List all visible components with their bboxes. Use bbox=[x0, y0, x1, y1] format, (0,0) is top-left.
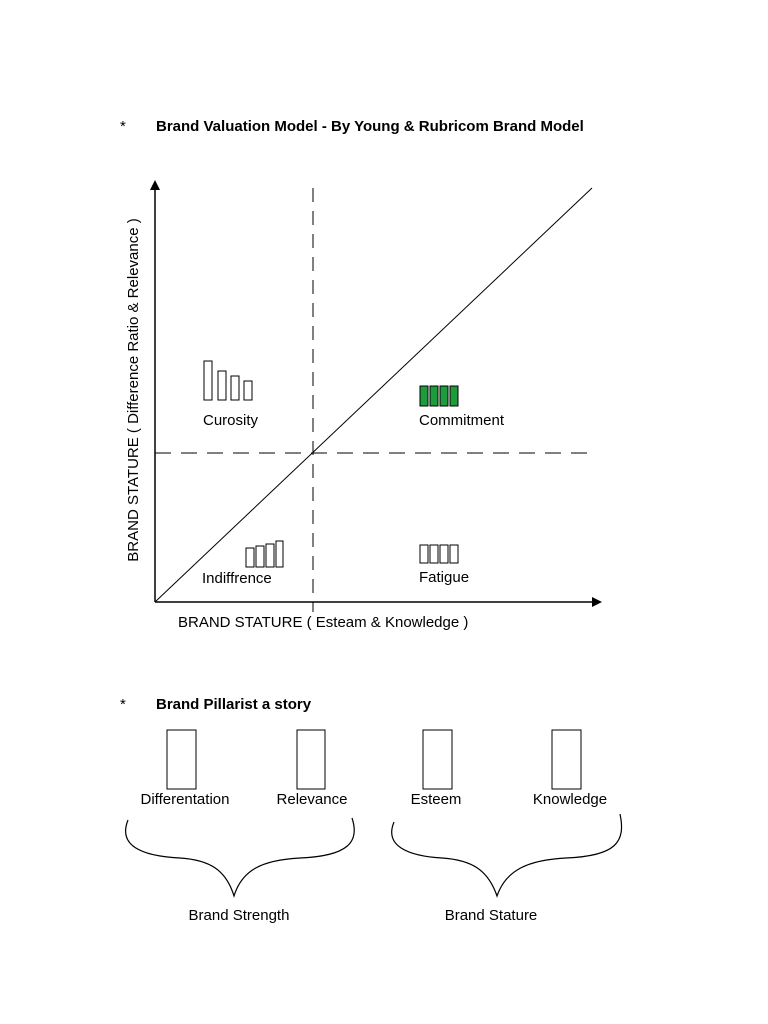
quadrant-label-fatigue: Fatigue bbox=[419, 569, 469, 586]
pillar-esteem-icon bbox=[422, 729, 453, 790]
x-axis-label: BRAND STATURE ( Esteam & Knowledge ) bbox=[178, 614, 468, 631]
pillar-differentation-icon bbox=[166, 729, 197, 790]
fatigue-bars-icon bbox=[419, 544, 459, 564]
pillar-label: Relevance bbox=[277, 791, 348, 808]
pillar-label: Differentation bbox=[141, 791, 230, 808]
section1-bullet: * bbox=[120, 118, 126, 135]
pillar-knowledge-icon bbox=[551, 729, 582, 790]
indiffrence-bars-icon bbox=[245, 540, 284, 568]
curosity-bars-icon bbox=[203, 360, 253, 401]
group-label: Brand Strength bbox=[189, 907, 290, 924]
quadrant-label-curosity: Curosity bbox=[203, 412, 259, 429]
brand-pillars: Differentation Relevance Esteem Knowledg… bbox=[125, 729, 623, 924]
pillar-relevance-icon bbox=[296, 729, 326, 790]
group-label: Brand Stature bbox=[445, 907, 538, 924]
diagonal-line bbox=[154, 187, 593, 603]
brand-strength-brace-icon bbox=[125, 817, 355, 899]
section2-bullet: * bbox=[120, 696, 126, 713]
section1-title: Brand Valuation Model - By Young & Rubri… bbox=[156, 118, 584, 135]
quadrant-label-commitment: Commitment bbox=[419, 412, 505, 429]
y-axis-label: BRAND STATURE ( Difference Ratio & Relev… bbox=[125, 218, 142, 561]
quadrant-label-indiffrence: Indiffrence bbox=[202, 570, 272, 587]
brand-matrix: BRAND STATURE ( Difference Ratio & Relev… bbox=[125, 180, 602, 631]
pillar-label: Knowledge bbox=[533, 791, 607, 808]
brand-stature-brace-icon bbox=[391, 813, 623, 898]
commitment-bars-icon bbox=[419, 385, 459, 407]
section2-title: Brand Pillarist a story bbox=[156, 696, 312, 713]
pillar-label: Esteem bbox=[411, 791, 462, 808]
